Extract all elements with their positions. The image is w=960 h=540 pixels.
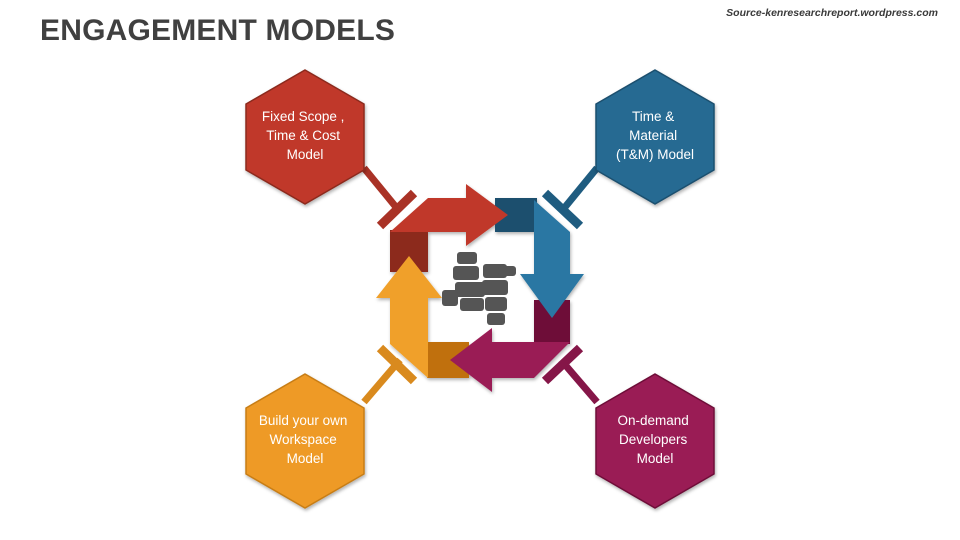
cycle-arrows <box>376 184 584 392</box>
puzzle-fist-icon <box>442 252 516 325</box>
blue-arrow <box>520 200 584 318</box>
source-credit: Source-kenresearchreport.wordpress.com <box>726 7 938 19</box>
page-title: ENGAGEMENT MODELS <box>40 14 396 47</box>
hex-on-demand-line-2: Developers <box>619 432 688 447</box>
connector-build-workspace <box>361 344 418 405</box>
orange-arrow <box>376 256 442 378</box>
hex-build-workspace-line-3: Model <box>287 451 324 466</box>
hex-on-demand[interactable]: On-demand Developers Model <box>595 373 715 509</box>
hex-on-demand-line-1: On-demand <box>617 413 688 428</box>
hex-fixed-scope-line-2: Time & Cost <box>266 128 340 143</box>
svg-text:Time & Material (T: Time & Material (T&M) Model <box>616 109 694 162</box>
hex-fixed-scope-line-3: Model <box>287 147 324 162</box>
hex-build-workspace-line-2: Workspace <box>269 432 336 447</box>
svg-text:Fixed Scope , Time & Cos: Fixed Scope , Time & Cost Model <box>262 109 348 162</box>
hex-time-material-line-2: Material <box>629 128 677 143</box>
connector-fixed-scope <box>361 165 418 230</box>
magenta-arrow <box>450 328 570 392</box>
hex-fixed-scope[interactable]: Fixed Scope , Time & Cost Model <box>245 69 365 205</box>
hex-on-demand-line-3: Model <box>637 451 674 466</box>
svg-text:On-demand Developers: On-demand Developers Model <box>617 413 692 466</box>
hex-build-workspace-line-1: Build your own <box>259 413 348 428</box>
connector-time-material <box>541 165 600 230</box>
hex-fixed-scope-line-1: Fixed Scope , <box>262 109 345 124</box>
connector-on-demand <box>541 344 600 405</box>
hex-time-material-line-1: Time & <box>632 109 674 124</box>
hex-time-material[interactable]: Time & Material (T&M) Model <box>595 69 715 205</box>
hex-build-workspace[interactable]: Build your own Workspace Model <box>245 373 365 509</box>
red-arrow <box>390 184 508 246</box>
svg-text:Build your own Workspace: Build your own Workspace Model <box>259 413 351 466</box>
hex-time-material-line-3: (T&M) Model <box>616 147 694 162</box>
